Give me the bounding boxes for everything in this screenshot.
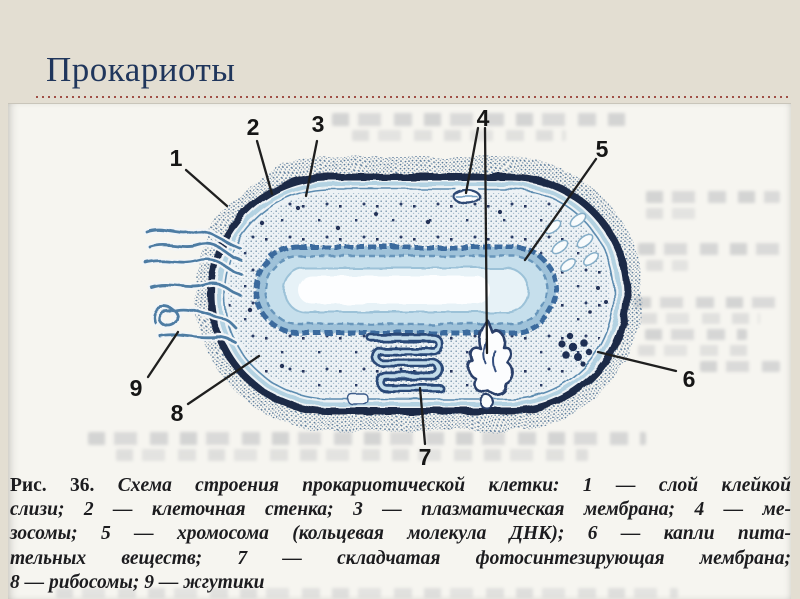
ghost-text-streak: [634, 297, 784, 308]
ghost-text-streak: [646, 191, 780, 203]
leader-line-9: [146, 330, 180, 379]
leader-line-7: [418, 386, 427, 446]
ghost-text-streak: [638, 345, 752, 356]
caption-line: 8 — рибосомы; 9 — жгутики: [10, 571, 265, 593]
label-6-nutrient-droplets: 6: [683, 366, 696, 392]
nutrient-droplets: [558, 332, 593, 367]
label-3-plasma-membrane: 3: [312, 111, 325, 137]
leader-line-2: [255, 139, 274, 196]
mesosome-central: [466, 318, 515, 410]
caption-line: Рис. 36. Схема строения прокариотической…: [10, 474, 791, 498]
ghost-text-streak: [700, 361, 780, 372]
ghost-text-streak: [352, 130, 566, 141]
label-1-slime-layer: 1: [170, 145, 183, 171]
leader-line-8: [186, 354, 261, 406]
cell-body: [142, 157, 643, 431]
label-8-ribosomes: 8: [171, 400, 184, 426]
label-9-flagella: 9: [130, 375, 143, 401]
white-vacuoles: [544, 212, 599, 273]
caption-text: Схема строения прокариотической клетки: …: [117, 475, 791, 496]
leader-line-1: [184, 168, 229, 208]
leader-line-6: [596, 350, 678, 373]
ghost-text-streak: [645, 329, 747, 340]
photosynthetic-membrane: [347, 333, 445, 405]
ghost-text-streak: [88, 432, 646, 445]
ghost-text-streak: [646, 260, 688, 271]
chromosome-nucleoid: [253, 244, 559, 336]
ghost-text-streak: [646, 208, 704, 219]
leader-lines: [146, 126, 678, 446]
ghost-text-streak: [56, 588, 678, 598]
leader-line-4a: [464, 126, 480, 195]
label-5-chromosome: 5: [596, 136, 609, 162]
ghost-text-streak: [332, 113, 632, 126]
leader-line-3: [304, 139, 319, 198]
figure-caption: Рис. 36. Схема строения прокариотической…: [10, 474, 791, 595]
ghost-text-streak: [640, 313, 760, 324]
page-title: Прокариоты: [46, 50, 236, 89]
label-7-photosynthetic-membrane: 7: [419, 444, 432, 470]
flagella: [142, 226, 245, 346]
plasma-membrane-outer: [217, 182, 621, 406]
leader-line-5: [523, 157, 598, 262]
leader-line-4b: [483, 126, 489, 355]
ghost-text-streak: [638, 243, 780, 255]
caption-line: слизи; 2 — клеточная стенка; 3 — плазмат…: [10, 499, 791, 521]
label-2-cell-wall: 2: [247, 114, 260, 140]
label-4-mesosomes: 4: [477, 105, 490, 131]
title-divider-dotted-line: [36, 96, 788, 98]
chromosome-core: [298, 276, 490, 304]
figure-number: Рис. 36.: [10, 475, 95, 496]
plasma-membrane-inner: [223, 188, 615, 400]
caption-line: тельных веществ; 7 — складчатая фотосинт…: [10, 547, 791, 569]
caption-line: зосомы; 5 — хромосома (кольцевая молекул…: [10, 523, 791, 545]
ghost-text-streak: [116, 449, 588, 461]
